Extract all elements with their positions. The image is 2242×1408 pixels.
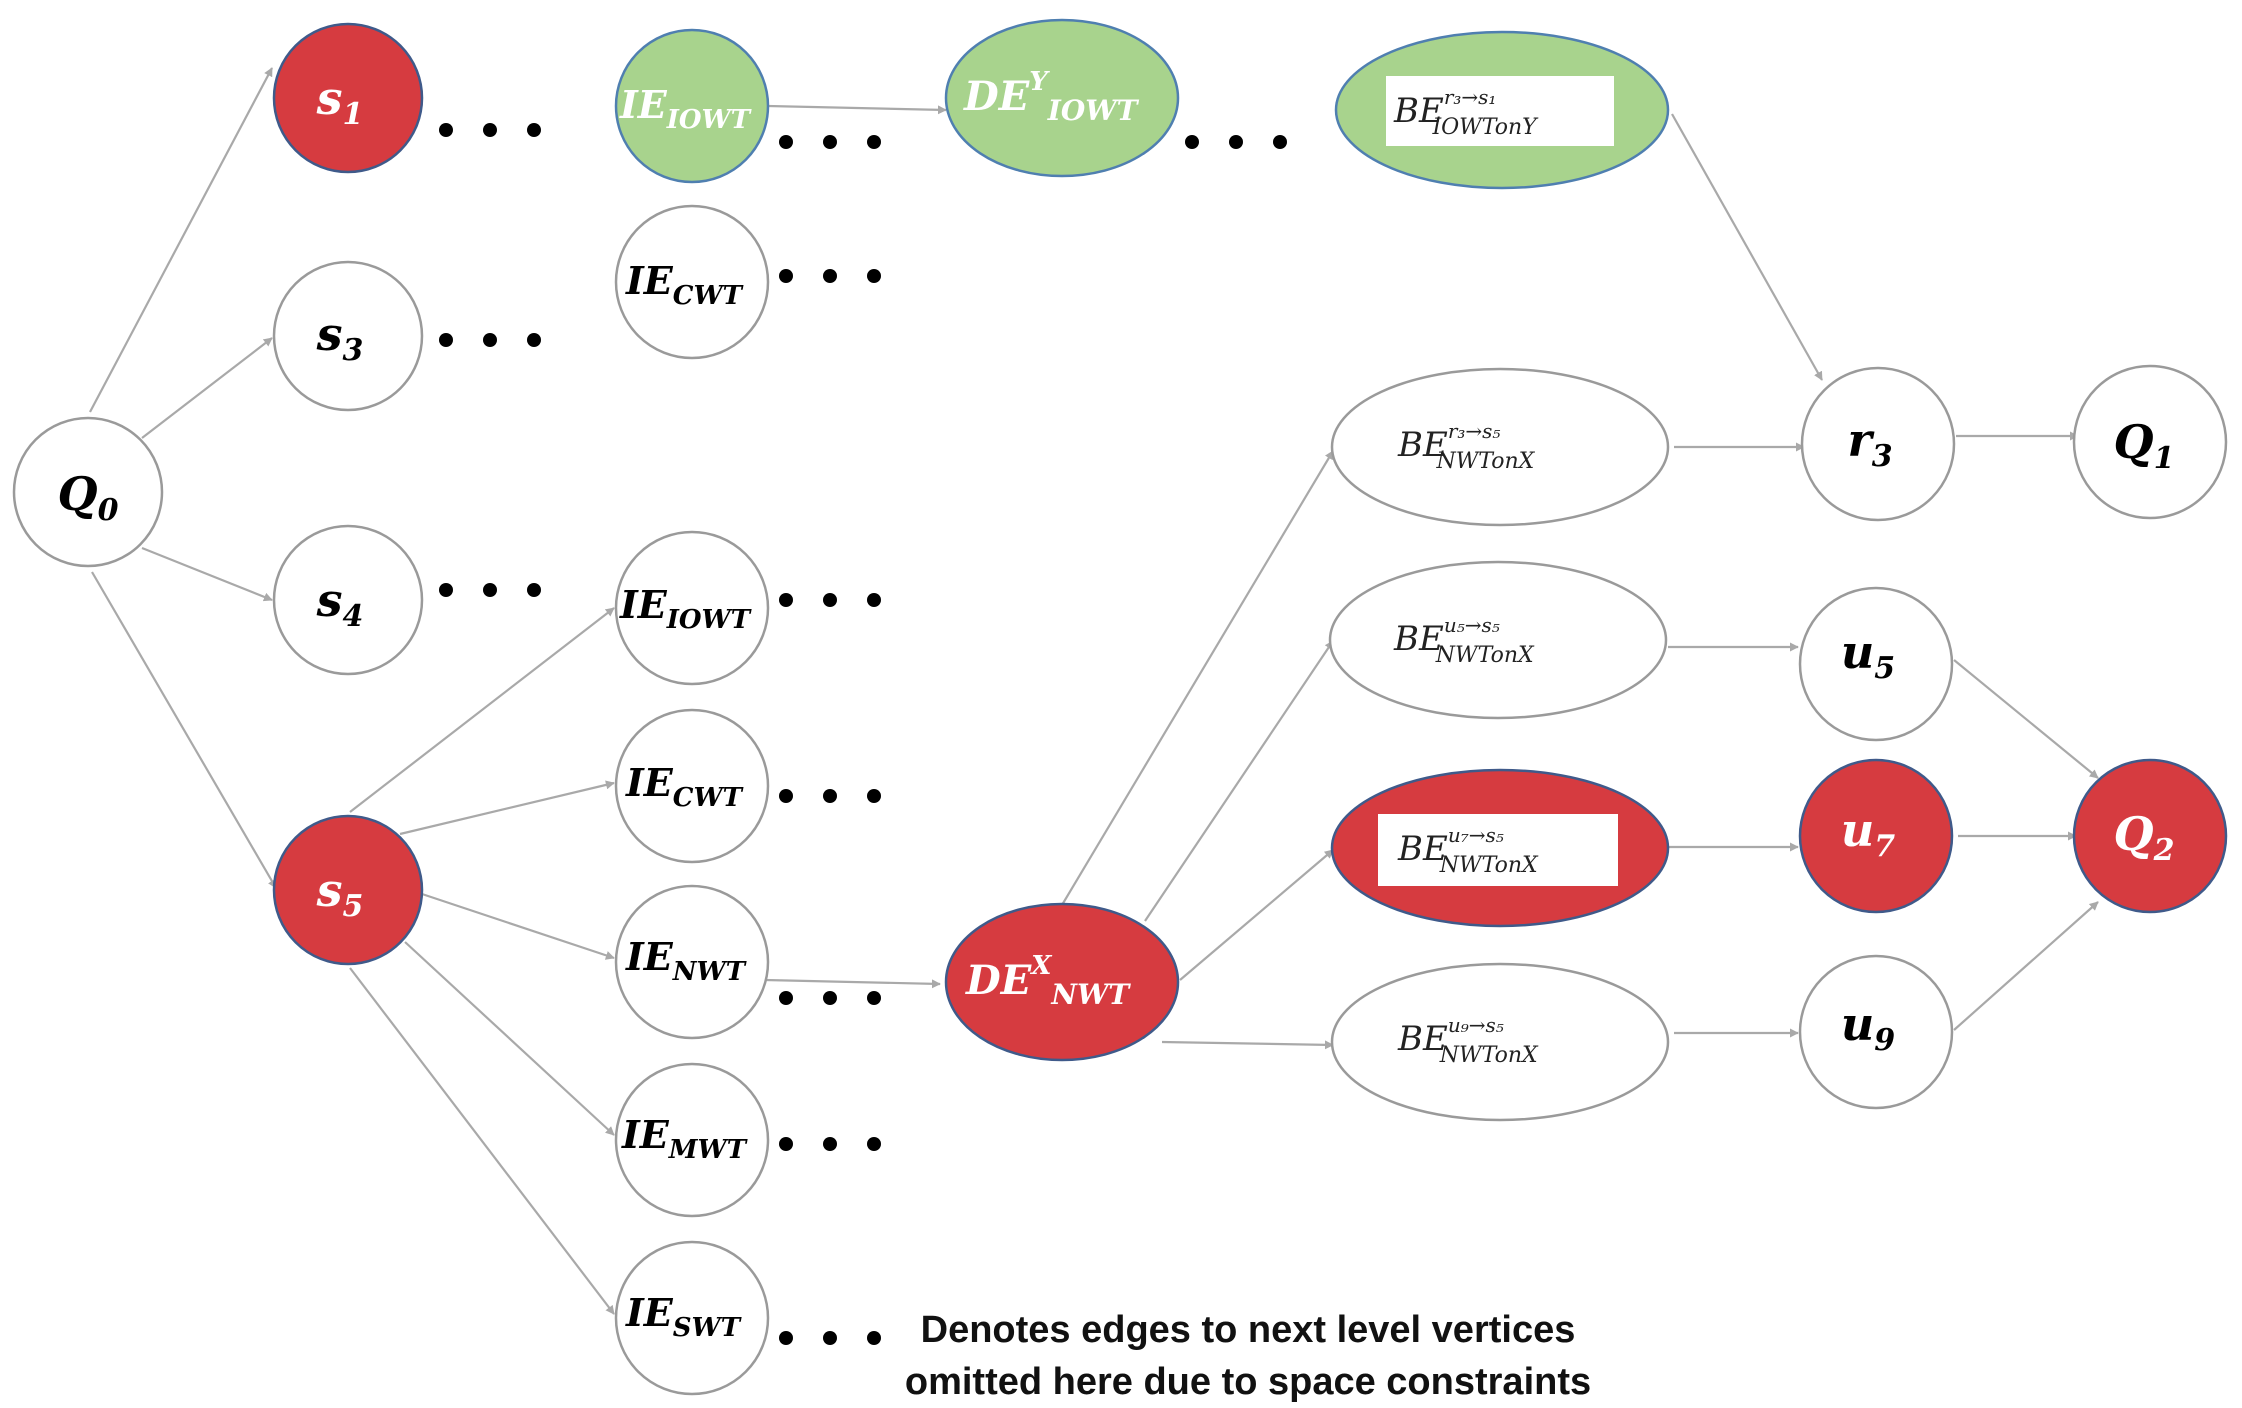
edge-u5-q2 — [1953, 659, 2099, 779]
node-label: IEMWT — [621, 1112, 748, 1165]
dots-s3 — [439, 333, 541, 347]
edge-s5-ie-nwt — [421, 892, 615, 960]
edge-s5-ie-mwt — [404, 941, 615, 1136]
node-s1: s1 — [272, 22, 424, 174]
node-q1: Q1 — [2072, 364, 2228, 520]
node-label: DEXNWT — [965, 951, 1131, 1011]
node-s5: s5 — [272, 814, 424, 966]
node-q2: Q2 — [2072, 758, 2228, 914]
dots-ie-iowt-top — [779, 135, 881, 149]
edge-ie-iowt-de-y — [767, 104, 947, 115]
node-ie-cwt: IECWT — [614, 708, 770, 864]
node-label: IEIOWT — [619, 82, 752, 135]
node-label: Q0 — [58, 467, 119, 528]
node-label: DEYIOWT — [963, 67, 1140, 127]
node-label: u9 — [1841, 997, 1895, 1058]
dots-ie-cwt-top — [779, 269, 881, 283]
node-label: IEIOWT — [619, 582, 752, 635]
node-de-x: DEXNWT — [944, 902, 1180, 1062]
node-u5: u5 — [1798, 586, 1954, 742]
node-s4: s4 — [272, 524, 424, 676]
edge-de-x-be-r3 — [1061, 450, 1334, 906]
node-ie-nwt: IENWT — [614, 884, 770, 1040]
node-ie-cwt-top: IECWT — [614, 204, 770, 360]
node-label: s3 — [316, 307, 364, 368]
edges — [89, 67, 2099, 1315]
node-r3: r3 — [1800, 366, 1956, 522]
node-label: IENWT — [625, 934, 747, 987]
edge-q0-s4 — [141, 546, 273, 602]
edge-be-y-r3 — [1671, 113, 1823, 381]
legend: Denotes edges to next level vertices omi… — [905, 1309, 1591, 1403]
legend-line-2: omitted here due to space constraints — [905, 1361, 1591, 1403]
node-s3: s3 — [272, 260, 424, 412]
dots-ie-swt — [779, 1331, 881, 1345]
node-u7: u7 — [1798, 758, 1954, 914]
node-u9: u9 — [1798, 954, 1954, 1110]
node-label: s1 — [316, 71, 364, 132]
edge-q0-s1 — [89, 67, 273, 413]
node-label: Q1 — [2114, 415, 2175, 476]
edge-s5-ie-swt — [349, 967, 615, 1315]
node-ie-iowt-top: IEIOWT — [614, 28, 770, 184]
node-label: IESWT — [625, 1290, 742, 1343]
node-ie-iowt: IEIOWT — [614, 530, 770, 686]
dots-ie-mwt — [779, 1137, 881, 1151]
dots-de-y — [1185, 135, 1287, 149]
node-q0: Q0 — [12, 416, 164, 568]
node-label: IECWT — [625, 760, 744, 813]
node-label: u5 — [1841, 625, 1895, 686]
edge-s5-ie-iowt — [349, 607, 615, 813]
node-ie-swt: IESWT — [614, 1240, 770, 1396]
edge-q0-s5 — [91, 571, 277, 889]
dots-ie-iowt — [779, 593, 881, 607]
edge-de-x-be-u9 — [1161, 1040, 1334, 1050]
edge-q0-s3 — [141, 337, 273, 439]
node-label: s5 — [316, 863, 364, 924]
edge-de-x-be-u7 — [1179, 849, 1334, 981]
dots-s4 — [439, 583, 541, 597]
legend-line-1: Denotes edges to next level vertices — [921, 1309, 1576, 1351]
edge-s5-ie-cwt — [399, 780, 615, 836]
node-label: s4 — [316, 573, 364, 634]
dots-ie-nwt — [779, 991, 881, 1005]
node-label: r3 — [1847, 413, 1892, 474]
edge-de-x-be-u5 — [1144, 640, 1334, 922]
edge-u9-q2 — [1953, 901, 2099, 1031]
node-label: Q2 — [2114, 807, 2175, 868]
dots-s1 — [439, 123, 541, 137]
node-label: IECWT — [625, 258, 744, 311]
dots-ie-cwt — [779, 789, 881, 803]
edge-ie-nwt-de-x — [764, 978, 941, 989]
ellipsis-markers — [439, 123, 1287, 1345]
node-de-y: DEYIOWT — [944, 18, 1180, 178]
node-label: u7 — [1841, 803, 1895, 864]
node-ie-mwt: IEMWT — [614, 1062, 770, 1218]
